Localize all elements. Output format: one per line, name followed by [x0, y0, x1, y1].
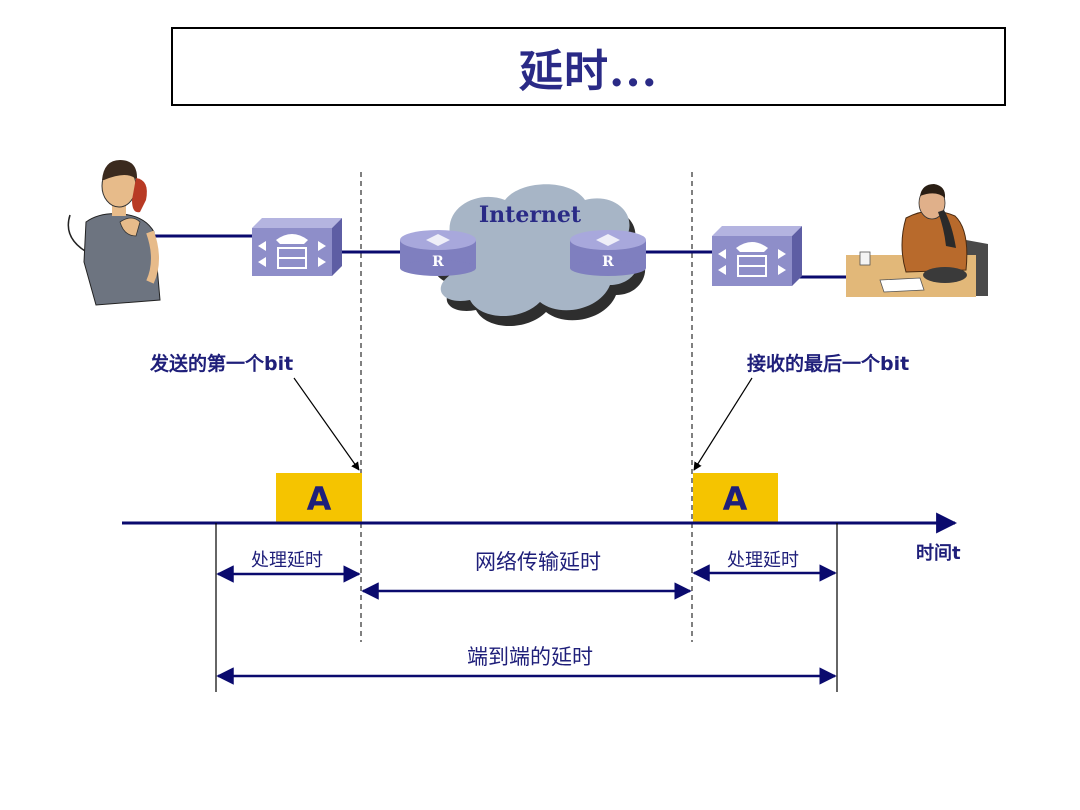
router-right-label: R	[602, 254, 614, 270]
packet-received-label: A	[723, 480, 748, 518]
page-title: 延时...	[519, 45, 658, 97]
router-left-icon	[400, 230, 476, 276]
packet-sent	[276, 473, 362, 523]
time-axis-label: 时间t	[916, 543, 961, 564]
cloud-label: Internet	[479, 202, 582, 228]
packet-received	[693, 473, 778, 523]
router-right-icon	[570, 230, 646, 276]
router-left-label: R	[432, 254, 444, 270]
proc-delay-right-label: 处理延时	[727, 550, 799, 571]
caller-person-icon	[67, 160, 161, 306]
proc-delay-left-label: 处理延时	[251, 550, 323, 571]
callee-person-icon	[846, 184, 988, 297]
first-bit-label: 发送的第一个bit	[149, 352, 293, 375]
phone-switch-left-icon	[252, 218, 342, 276]
net-delay-label: 网络传输延时	[475, 550, 601, 574]
last-bit-pointer	[693, 377, 753, 471]
first-bit-pointer	[293, 377, 360, 471]
packet-sent-label: A	[307, 480, 332, 518]
internet-cloud-icon	[427, 184, 646, 327]
phone-switch-right-icon	[712, 226, 802, 286]
title-box: 延时...	[171, 27, 1006, 106]
last-bit-label: 接收的最后一个bit	[747, 352, 909, 375]
e2e-delay-label: 端到端的延时	[467, 645, 593, 669]
